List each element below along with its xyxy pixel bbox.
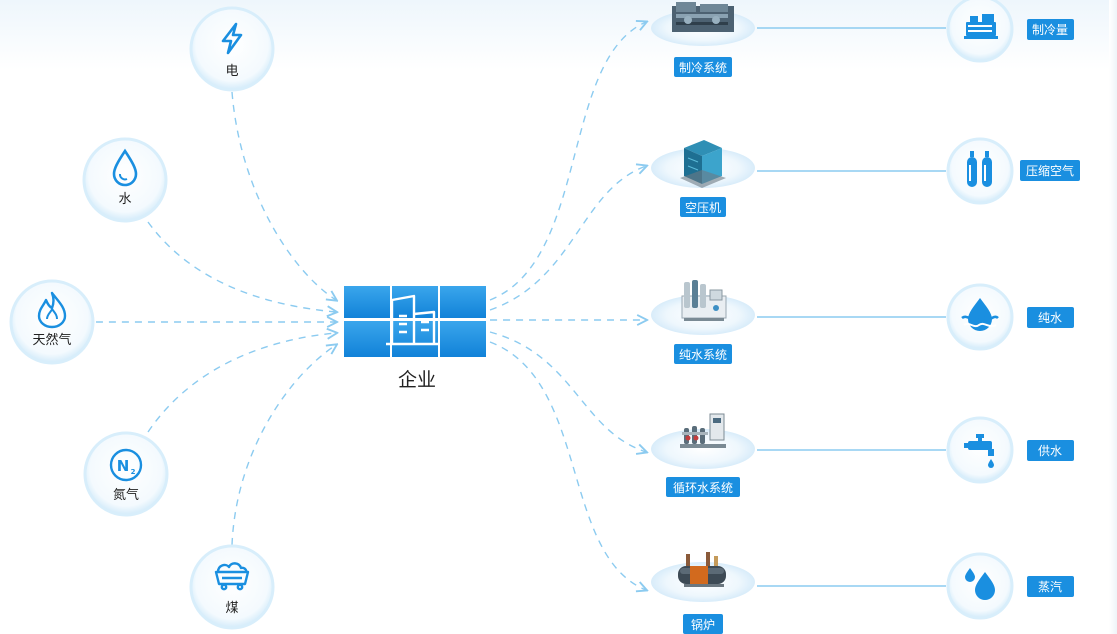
coal-cart-icon [214,562,250,591]
connector-air-compressor [489,166,646,311]
input-node-electric[interactable]: 电 [189,6,275,92]
connector-electric [231,91,336,300]
water-drop-icon [112,148,138,187]
system-node-boiler[interactable]: 锅炉 [651,552,755,634]
input-label: 煤 [225,601,238,616]
system-node-air-compressor[interactable]: 空压机 [651,140,755,217]
input-node-coal[interactable]: 煤 [189,544,275,630]
system-node-circulating-water[interactable]: 循环水系统 [651,413,755,497]
chiller-icon [964,14,998,39]
product-node-water-supply[interactable]: 供水 [946,416,1074,484]
system-label: 制冷系统 [679,61,727,75]
input-label: 电 [225,64,238,79]
product-node-steam[interactable]: 蒸汽 [946,552,1074,620]
n2-icon: N 2 [109,448,143,482]
product-nodes: 制冷量 压缩空气 纯水 [946,0,1080,620]
input-node-water[interactable]: 水 [82,137,168,223]
product-label: 压缩空气 [1026,163,1074,178]
connector-water [147,221,336,312]
gas-tanks-icon [967,151,992,187]
connector-circulating-water [489,331,646,452]
air-compressor-equipment [680,140,726,188]
boiler-equipment [678,552,726,587]
connector-refrigeration [489,22,646,301]
connector-boiler [489,341,646,590]
lightning-icon [221,22,243,55]
product-node-compressed-air[interactable]: 压缩空气 [946,137,1080,205]
input-label: 水 [118,192,131,207]
connector-nitrogen [147,333,336,433]
water-wave-icon [961,298,999,331]
product-node-pure-water[interactable]: 纯水 [946,283,1074,351]
steam-drops-icon [965,568,995,600]
right-edge [1109,0,1117,634]
input-node-gas[interactable]: 天然气 [9,279,95,365]
connector-coal [231,345,336,546]
product-label: 蒸汽 [1038,579,1062,594]
input-label: 天然气 [32,332,71,348]
system-nodes: 制冷系统 空压机 [651,2,755,634]
faucet-icon [964,434,994,468]
input-nodes: 电 水 天然气 N 2 氮 [9,6,275,630]
enterprise-label: 企业 [398,369,436,391]
system-label: 循环水系统 [673,481,733,495]
svg-text:N: N [117,457,130,475]
system-label: 纯水系统 [679,348,727,362]
product-label: 纯水 [1038,311,1062,325]
system-label: 锅炉 [691,617,715,632]
product-label: 制冷量 [1032,23,1068,37]
enterprise-node[interactable]: 企业 [344,286,486,391]
pure-water-equipment [681,280,727,321]
product-label: 供水 [1038,444,1062,458]
product-node-refrigeration[interactable]: 制冷量 [946,0,1074,63]
system-node-refrigeration[interactable]: 制冷系统 [651,2,755,77]
input-node-nitrogen[interactable]: N 2 氮气 [83,431,169,517]
svg-text:2: 2 [131,468,136,476]
chiller-equipment [672,2,734,32]
input-label: 氮气 [113,487,139,503]
system-label: 空压机 [685,201,721,215]
connector-lines [96,22,946,590]
building-icon [386,294,440,346]
pump-station-equipment [680,413,726,448]
flame-icon [37,291,67,329]
system-node-pure-water[interactable]: 纯水系统 [651,280,755,364]
header-fade [0,0,1117,70]
